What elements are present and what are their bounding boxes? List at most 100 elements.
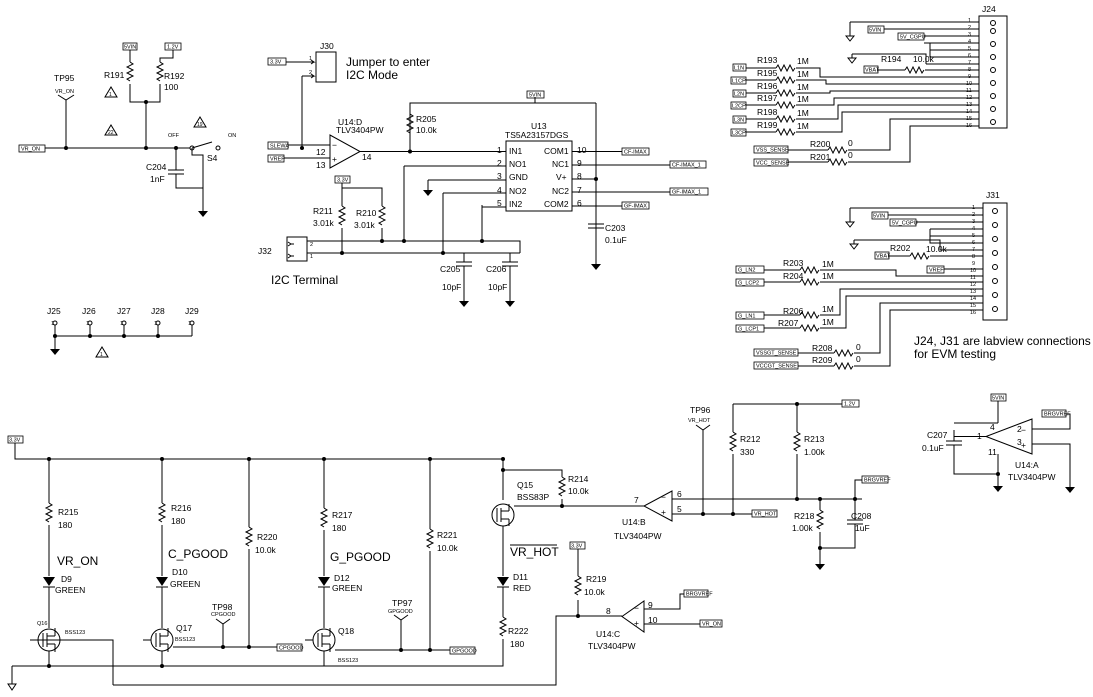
i2c-mux-block: 3.3V 1 2 J30 Jumper to enter I2C Mode SL…: [258, 41, 709, 308]
p3v3-r210: 3.3V: [337, 178, 349, 184]
u14d-ref: U14:D: [338, 117, 362, 127]
tp98-net: CPGOOD: [211, 612, 235, 618]
q15-ref: Q15: [517, 480, 533, 490]
r210-val: 3.01k: [354, 220, 376, 230]
u14a-pin2: 2: [1017, 424, 1022, 434]
j28-pin: 1: [154, 321, 157, 327]
r220-ref: R220: [257, 532, 278, 542]
tp96-net: VR_HOT: [688, 418, 711, 424]
c-pgood-led-label: C_PGOOD: [168, 547, 228, 561]
j31-pin-10: 10: [970, 268, 976, 274]
jumper-tri: 1: [100, 352, 103, 358]
j27-pin: 1: [120, 321, 123, 327]
d10-ref: D10: [172, 567, 188, 577]
r192-val: 100: [164, 82, 178, 92]
cf-imax-port: CF-IMAX: [624, 150, 647, 156]
vr-on-port-label: VR_ON: [21, 147, 40, 153]
u14b-minus: −: [661, 492, 666, 502]
u13-nc2: NC2: [552, 186, 569, 196]
r216-val: 180: [171, 516, 185, 526]
r195-val: 1M: [797, 69, 809, 79]
j24-resistor-block: L1N R193 1M L1CP R195 1M L2N R196 1M L2C…: [730, 55, 979, 137]
gpgood-port: GPGOOD: [452, 649, 477, 655]
r211-val: 3.01k: [313, 218, 335, 228]
u13-nc1: NC1: [552, 159, 569, 169]
r222-ref: R222: [508, 626, 529, 636]
d12-ref: D12: [334, 573, 350, 583]
bottom-brgvref: BRGVREF: [864, 478, 891, 484]
j32-ref: J32: [258, 246, 272, 256]
u13-com2: COM2: [544, 199, 569, 209]
r199-ref: R199: [757, 120, 778, 130]
r219-val: 10.0k: [584, 587, 606, 597]
r206-ref: R206: [783, 306, 804, 316]
q15-part: BSS83P: [517, 492, 549, 502]
u13-chip: [505, 140, 573, 212]
cpgood-port: CPGOOD: [279, 646, 303, 652]
r204-val: 1M: [822, 271, 834, 281]
c207-val: 0.1uF: [922, 443, 944, 453]
d11-color: RED: [513, 583, 531, 593]
j31-pin-8: 8: [972, 254, 975, 260]
r200-ref: R200: [810, 139, 831, 149]
r217-ref: R217: [332, 510, 353, 520]
j24-pin-3: 3: [968, 32, 971, 38]
u14c-comparator: [621, 600, 645, 633]
r194-val: 10.0k: [913, 54, 935, 64]
u14a-part: TLV3404PW: [1008, 472, 1056, 482]
u13-no2: NO2: [509, 186, 527, 196]
tp98-ref: TP98: [212, 602, 233, 612]
jumper-note2: I2C Mode: [346, 68, 398, 82]
c203-ref: C203: [605, 223, 626, 233]
q18-ref: Q18: [338, 626, 354, 636]
r198-val: 1M: [797, 108, 809, 118]
r207-val: 1M: [822, 317, 834, 327]
u14a-ref: U14:A: [1015, 460, 1039, 470]
tp97-net: GPGOOD: [388, 609, 413, 615]
u13-pin-5: 5: [497, 198, 502, 208]
u14a-comparator: [984, 418, 1033, 455]
u14a-pin3: 3: [1017, 437, 1022, 447]
u14a-minus: −: [1021, 425, 1026, 435]
u14c-minus: −: [634, 603, 639, 613]
u13-pin-8: 8: [577, 171, 582, 181]
c208-ref: C208: [851, 511, 872, 521]
r201-ref: R201: [810, 152, 831, 162]
d9-color: GREEN: [55, 585, 85, 595]
j31-vref: VREF: [929, 268, 944, 274]
r198-ref: R198: [757, 107, 778, 117]
u13-com1: COM1: [544, 146, 569, 156]
j29-pin: 1: [188, 321, 191, 327]
u14b-pin6: 6: [677, 489, 682, 499]
u14b-pin7: 7: [634, 495, 639, 505]
r193-val: 1M: [797, 56, 809, 66]
u14a-brgvref: BRGVREF: [1044, 412, 1071, 418]
u13-gnd: GND: [509, 172, 528, 182]
u13-pin-7: 7: [577, 185, 582, 195]
l1n-port: L1N: [734, 66, 744, 72]
g-lcp2-port: G_LCP2: [738, 281, 759, 287]
g-pgood-led-label: G_PGOOD: [330, 550, 391, 564]
r221-ref: R221: [437, 530, 458, 540]
r214-val: 10.0k: [568, 486, 590, 496]
u13-5vin: 5VIN: [529, 93, 541, 99]
r202-val: 10.0k: [926, 244, 948, 254]
j24-vbat: VBAT: [865, 68, 880, 74]
u14c-vr-on-port: VR_ON: [702, 622, 721, 628]
r208-ref: R208: [812, 343, 833, 353]
c204-ref: C204: [146, 162, 167, 172]
s4-ref: S4: [207, 153, 218, 163]
r219-3v3: 3.3V: [571, 544, 583, 550]
j30-pin1: 1: [309, 56, 312, 62]
l2n-port: L2N: [734, 92, 744, 98]
d11-ref: D11: [513, 572, 528, 582]
r216-ref: R216: [171, 503, 192, 513]
c206-ref: C206: [486, 264, 507, 274]
u14d-minus: −: [332, 140, 337, 150]
u14a-plus: +: [1021, 440, 1026, 450]
j24-5vin: 5VIN: [869, 28, 881, 34]
c207-ref: C207: [927, 430, 948, 440]
r211-ref: R211: [313, 206, 333, 216]
c208-val: 1uF: [855, 523, 870, 533]
j31-pin-11: 11: [970, 275, 976, 281]
